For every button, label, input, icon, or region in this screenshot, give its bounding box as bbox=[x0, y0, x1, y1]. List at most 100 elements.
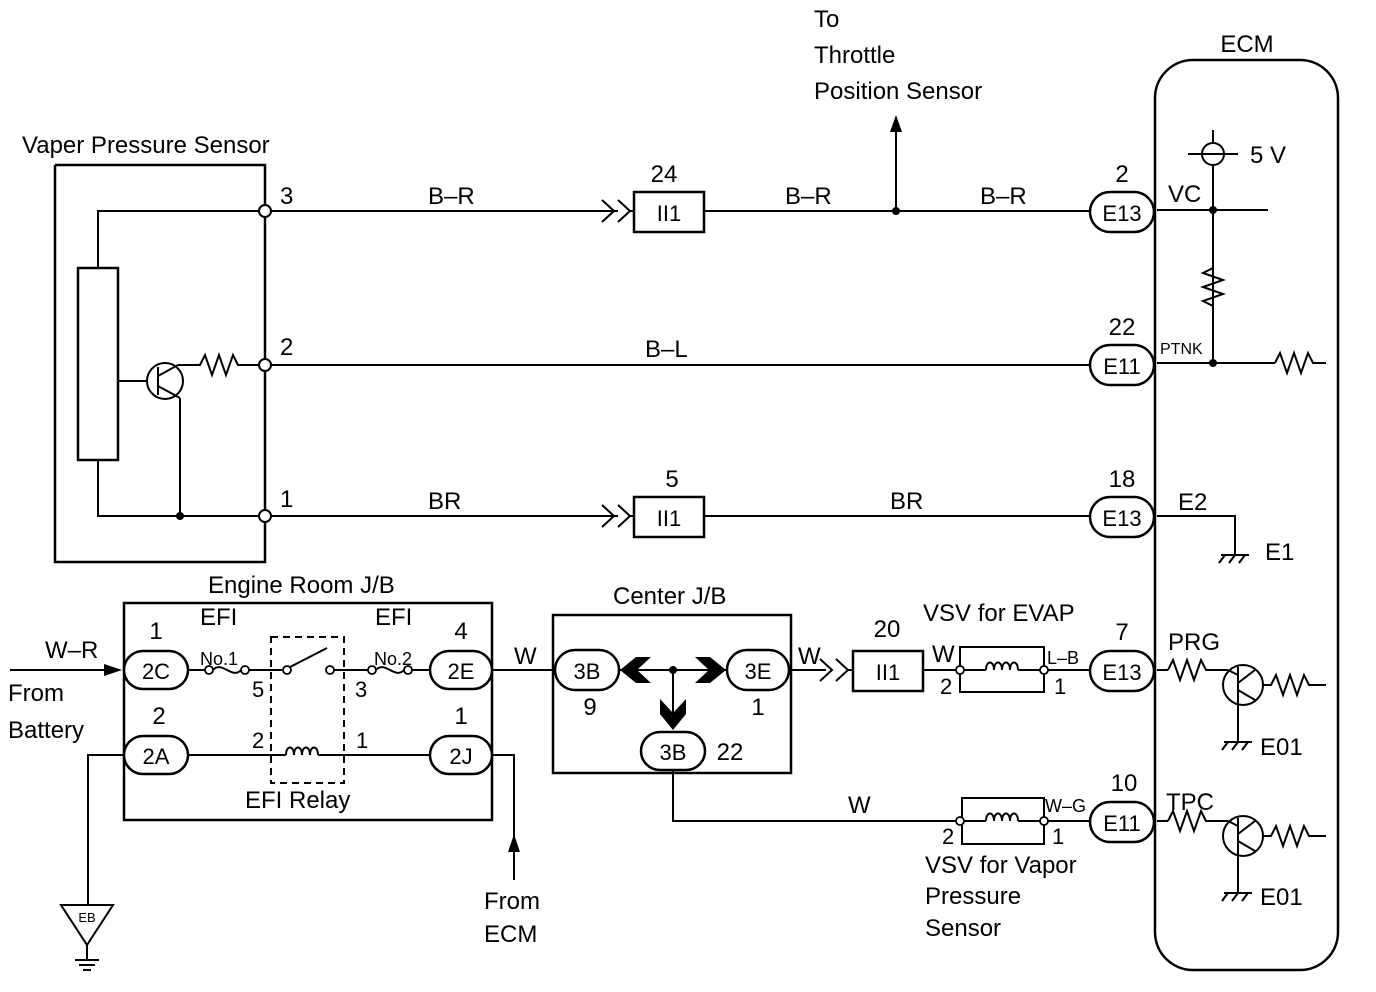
fuse-no2-icon bbox=[375, 666, 405, 674]
ecm-title: ECM bbox=[1220, 31, 1273, 58]
connector-e13-pin-7: 7 bbox=[1115, 619, 1128, 646]
connector-3e-pin: 1 bbox=[751, 694, 764, 721]
eb-ground-icon bbox=[59, 904, 115, 947]
connector-3e-label: 3E bbox=[745, 659, 772, 684]
sensor-pin-3: 3 bbox=[280, 183, 293, 210]
wire-row-e2: BR II1 5 BR E13 18 bbox=[271, 466, 1156, 539]
connector-ii1-label-2: II1 bbox=[657, 506, 681, 531]
wire-row-vc: B–R II1 24 B–R B–R E13 2 bbox=[271, 115, 1156, 234]
from-ecm-input: From ECM bbox=[484, 754, 540, 948]
ecm-ptnk-label: PTNK bbox=[1160, 341, 1203, 358]
throttle-note-line2: Throttle bbox=[814, 42, 895, 69]
sensor-pin-2: 2 bbox=[280, 334, 293, 361]
ecm-e2-label: E2 bbox=[1178, 489, 1207, 516]
ecm-e01-label-1: E01 bbox=[1260, 734, 1303, 761]
connector-2j-pin: 1 bbox=[454, 703, 467, 730]
eb-label: EB bbox=[78, 910, 95, 925]
connector-e11-ptnk bbox=[1088, 343, 1156, 387]
engine-room-jb: Engine Room J/B W–R From Battery 2C 1 EF… bbox=[8, 572, 494, 822]
ptnk-resistor-icon bbox=[1274, 349, 1326, 377]
sensor-pin-1: 1 bbox=[280, 486, 293, 513]
connector-e13-e2 bbox=[1088, 495, 1156, 539]
connector-ii1-20 bbox=[851, 649, 925, 693]
throttle-arrow-icon bbox=[890, 115, 902, 132]
connector-ii1-pin-20: 20 bbox=[874, 616, 901, 643]
ecm-prg-label: PRG bbox=[1168, 629, 1220, 656]
center-jb-arrow-left-icon bbox=[620, 657, 651, 683]
relay-switch-icon bbox=[289, 647, 328, 668]
sensor-element-icon bbox=[76, 266, 120, 462]
center-jb: Center J/B 3B 9 3E 1 3B 22 bbox=[551, 583, 793, 775]
wire-row-ptnk: B–L E11 22 bbox=[271, 314, 1156, 387]
efi-relay-box bbox=[270, 636, 345, 784]
connector-ii1-5 bbox=[632, 495, 706, 539]
wire-row-prg: W II1 20 W VSV for EVAP 2 1 L–B E13 7 bbox=[789, 600, 1156, 699]
fuse-no2-label: No.2 bbox=[374, 649, 412, 669]
ecm-e1-label: E1 bbox=[1265, 539, 1294, 566]
connector-ii1-label-1: II1 bbox=[657, 201, 681, 226]
sensor-transistor-icon bbox=[146, 362, 184, 400]
vsv-vapor-pin-2: 2 bbox=[942, 824, 954, 849]
connector-e13-label-1: E13 bbox=[1102, 201, 1141, 226]
eb-ground: EB bbox=[59, 754, 124, 971]
wire-label-br-r-1: B–R bbox=[428, 183, 475, 210]
vsv-vapor-coil-icon bbox=[985, 812, 1019, 822]
wire-label-w-r: W–R bbox=[45, 637, 98, 664]
from-ecm-arrow-icon bbox=[508, 834, 520, 852]
connector-ii1-pin-24: 24 bbox=[651, 161, 678, 188]
wire-label-w-2: W bbox=[798, 643, 821, 670]
efi-fuse-label-2: EFI bbox=[375, 604, 412, 631]
ecm-5v-label: 5 V bbox=[1250, 142, 1286, 169]
wire-label-w-3: W bbox=[932, 641, 955, 668]
vsv-evap-pin-2: 2 bbox=[940, 674, 952, 699]
battery-note-line1: From bbox=[8, 680, 64, 707]
wire-label-br-1: BR bbox=[428, 488, 461, 515]
connector-2c-label: 2C bbox=[142, 659, 170, 684]
ecm-block: ECM 5 V VC PTNK E2 E1 bbox=[1153, 31, 1340, 972]
connector-e13-label-3: E13 bbox=[1102, 660, 1141, 685]
connector-3b-bottom-label: 3B bbox=[660, 740, 687, 765]
wire-label-w-1: W bbox=[514, 643, 537, 670]
connector-e11-pin-10: 10 bbox=[1111, 770, 1138, 797]
connector-3b-bottom-pin: 22 bbox=[717, 739, 744, 766]
vsv-vapor-pin-1: 1 bbox=[1052, 824, 1064, 849]
fuse-no1-label: No.1 bbox=[200, 649, 238, 669]
connector-ii1-label-3: II1 bbox=[876, 660, 900, 685]
ecm-vc-label: VC bbox=[1168, 181, 1201, 208]
wire-label-br-r-2: B–R bbox=[785, 183, 832, 210]
wire-row-tpc: W 2 1 W–G VSV for Vapor Pressure Sensor … bbox=[672, 770, 1156, 942]
from-ecm-line2: ECM bbox=[484, 921, 537, 948]
pullup-resistor-icon bbox=[1199, 262, 1227, 312]
relay-pin-3: 3 bbox=[355, 677, 367, 702]
throttle-note-line3: Position Sensor bbox=[814, 78, 982, 105]
connector-e11-pin-22: 22 bbox=[1109, 314, 1136, 341]
vsv-vapor-title-1: VSV for Vapor bbox=[925, 852, 1077, 879]
wire-label-br-r-3: B–R bbox=[980, 183, 1027, 210]
prg-resistor-icon bbox=[1167, 656, 1228, 684]
connector-e13-pin-18: 18 bbox=[1109, 466, 1136, 493]
wire-label-br-2: BR bbox=[890, 488, 923, 515]
efi-fuse-label-1: EFI bbox=[200, 604, 237, 631]
connector-ii1-pin-5: 5 bbox=[665, 466, 678, 493]
center-jb-title: Center J/B bbox=[613, 583, 726, 610]
relay-coil-icon bbox=[285, 746, 319, 756]
connector-3b-left-pin: 9 bbox=[583, 694, 596, 721]
wire-label-b-l: B–L bbox=[645, 336, 688, 363]
vsv-evap-title: VSV for EVAP bbox=[923, 600, 1075, 627]
vsv-vapor-title-2: Pressure bbox=[925, 883, 1021, 910]
connector-2c-pin: 1 bbox=[149, 618, 162, 645]
vsv-evap-coil-icon bbox=[985, 661, 1019, 671]
vsv-vapor-title-3: Sensor bbox=[925, 915, 1001, 942]
center-jb-arrow-down-icon bbox=[660, 699, 686, 730]
connector-2a-pin: 2 bbox=[152, 703, 165, 730]
relay-pin-1: 1 bbox=[356, 728, 368, 753]
throttle-note-line1: To bbox=[814, 6, 839, 33]
efi-relay-label: EFI Relay bbox=[245, 787, 350, 814]
connector-e11-label-1: E11 bbox=[1103, 354, 1141, 379]
wire-label-w-g: W–G bbox=[1045, 796, 1086, 816]
connector-e11-label-2: E11 bbox=[1103, 811, 1141, 836]
connector-3b-left-label: 3B bbox=[574, 659, 601, 684]
connector-2e-pin: 4 bbox=[454, 618, 467, 645]
connector-e13-prg bbox=[1088, 649, 1156, 693]
